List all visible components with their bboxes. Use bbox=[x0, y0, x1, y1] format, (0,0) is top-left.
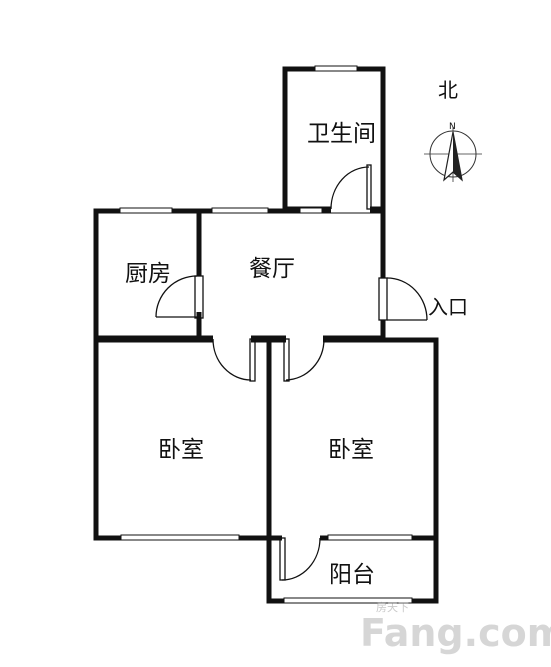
window-dining-left bbox=[211, 207, 269, 214]
window-kitchen bbox=[119, 207, 173, 214]
watermark-logo: 房天下 Fang.com bbox=[360, 601, 551, 655]
door-kitchen bbox=[155, 275, 204, 319]
doors bbox=[155, 164, 428, 581]
room-label-bedroom-right: 卧室 bbox=[328, 437, 374, 463]
door-openings bbox=[195, 205, 387, 542]
watermark-brand: Fang.com bbox=[360, 611, 551, 655]
compass-n-label: N bbox=[449, 122, 456, 132]
room-label-balcony: 阳台 bbox=[329, 562, 375, 588]
window-dining-right bbox=[299, 207, 323, 214]
door-bedroom-left bbox=[212, 338, 256, 382]
window-bathroom bbox=[314, 65, 358, 72]
window-bedroom-right bbox=[327, 534, 413, 541]
window-balcony bbox=[283, 597, 413, 604]
windows bbox=[119, 65, 413, 604]
room-label-dining: 餐厅 bbox=[249, 256, 295, 282]
walls bbox=[93, 66, 439, 604]
entrance-label: 入口 bbox=[428, 295, 468, 319]
room-label-kitchen: 厨房 bbox=[125, 261, 171, 287]
watermark-tagline: 房天下 bbox=[376, 601, 409, 614]
door-bathroom bbox=[330, 164, 372, 210]
room-label-bedroom-left: 卧室 bbox=[158, 437, 204, 463]
room-label-bathroom: 卫生间 bbox=[307, 121, 376, 147]
door-entrance bbox=[378, 277, 428, 321]
north-label: 北 bbox=[438, 78, 458, 102]
door-balcony bbox=[279, 537, 321, 581]
compass-icon: N bbox=[424, 122, 482, 182]
door-bedroom-right bbox=[283, 338, 325, 382]
window-bedroom-left bbox=[120, 534, 240, 541]
